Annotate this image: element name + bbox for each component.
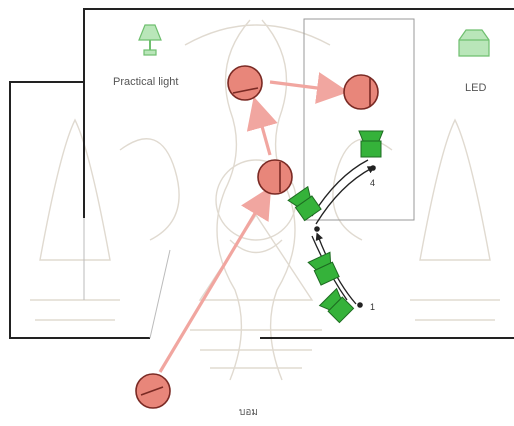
watermark-emblem <box>30 19 500 381</box>
camera-icon <box>318 287 355 324</box>
camera-icon <box>307 251 340 286</box>
blocking-arrow-2 <box>246 96 278 156</box>
led-zone-outline <box>303 18 415 221</box>
camera-icon <box>287 185 322 222</box>
bottom-caption: บอม <box>239 407 258 418</box>
led-panel-icon <box>458 29 490 57</box>
actor-mark-icon <box>257 159 293 195</box>
room-walls <box>9 8 514 339</box>
led-label: LED <box>465 82 487 94</box>
actor-marks <box>135 65 379 409</box>
blocking-arrow-3 <box>269 72 349 104</box>
lamp-icon <box>138 24 162 56</box>
camera-icon <box>358 130 384 158</box>
wall-upper <box>83 8 514 218</box>
blocking-arrow-1 <box>158 186 272 373</box>
camera-point-1-label: 1 <box>370 302 376 312</box>
actor-mark-icon <box>343 74 379 110</box>
camera-point-4 <box>370 165 376 171</box>
camera-point-1 <box>357 302 363 308</box>
actor-mark-icon <box>227 65 263 101</box>
camera-point-mid <box>314 226 320 232</box>
door-swing <box>83 218 171 339</box>
wall-left-alcove <box>9 81 150 339</box>
practical-light-label: Practical light <box>113 76 179 88</box>
camera-point-4-label: 4 <box>370 178 376 188</box>
actor-mark-icon <box>135 373 171 409</box>
blocking-arrows <box>158 72 349 373</box>
